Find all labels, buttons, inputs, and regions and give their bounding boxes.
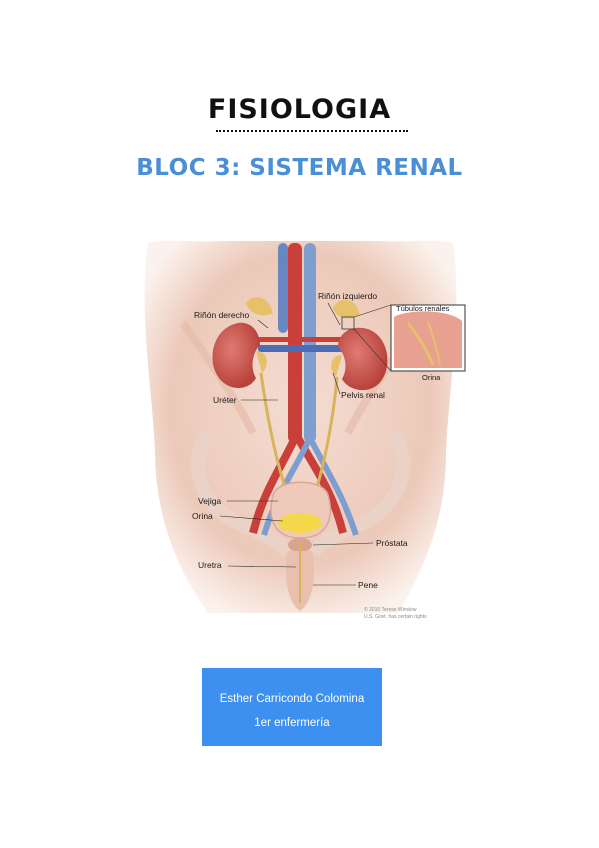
author-info-box: Esther Carricondo Colomina 1er enfermerí… xyxy=(202,668,382,746)
label-inset-urine: Orina xyxy=(422,373,441,382)
label-bladder: Vejiga xyxy=(198,496,222,506)
author-course: 1er enfermería xyxy=(254,717,330,729)
anatomy-drawing xyxy=(144,240,466,614)
label-prostate: Próstata xyxy=(376,538,408,548)
label-penis: Pene xyxy=(358,580,378,590)
title-dotted-underline xyxy=(216,130,408,132)
label-urine: Orina xyxy=(192,511,213,521)
label-urethra: Uretra xyxy=(198,560,222,570)
page-subtitle: BLOC 3: SISTEMA RENAL xyxy=(136,155,463,181)
label-ureter: Uréter xyxy=(213,395,237,405)
label-right-kidney: Riñón derecho xyxy=(194,310,250,320)
copyright-line-2: U.S. Govt. has certain rights xyxy=(364,614,427,620)
author-name: Esther Carricondo Colomina xyxy=(219,693,365,705)
label-left-kidney: Riñón izquierdo xyxy=(318,291,378,301)
page-title: FISIOLOGIA xyxy=(207,94,392,125)
copyright-line-1: © 2010 Terese Winslow xyxy=(364,607,417,613)
label-renal-pelvis: Pelvis renal xyxy=(341,390,385,400)
label-renal-tubules: Túbulos renales xyxy=(396,304,450,313)
renal-system-illustration: Riñón derecho Riñón izquierdo Túbulos re… xyxy=(128,233,473,623)
